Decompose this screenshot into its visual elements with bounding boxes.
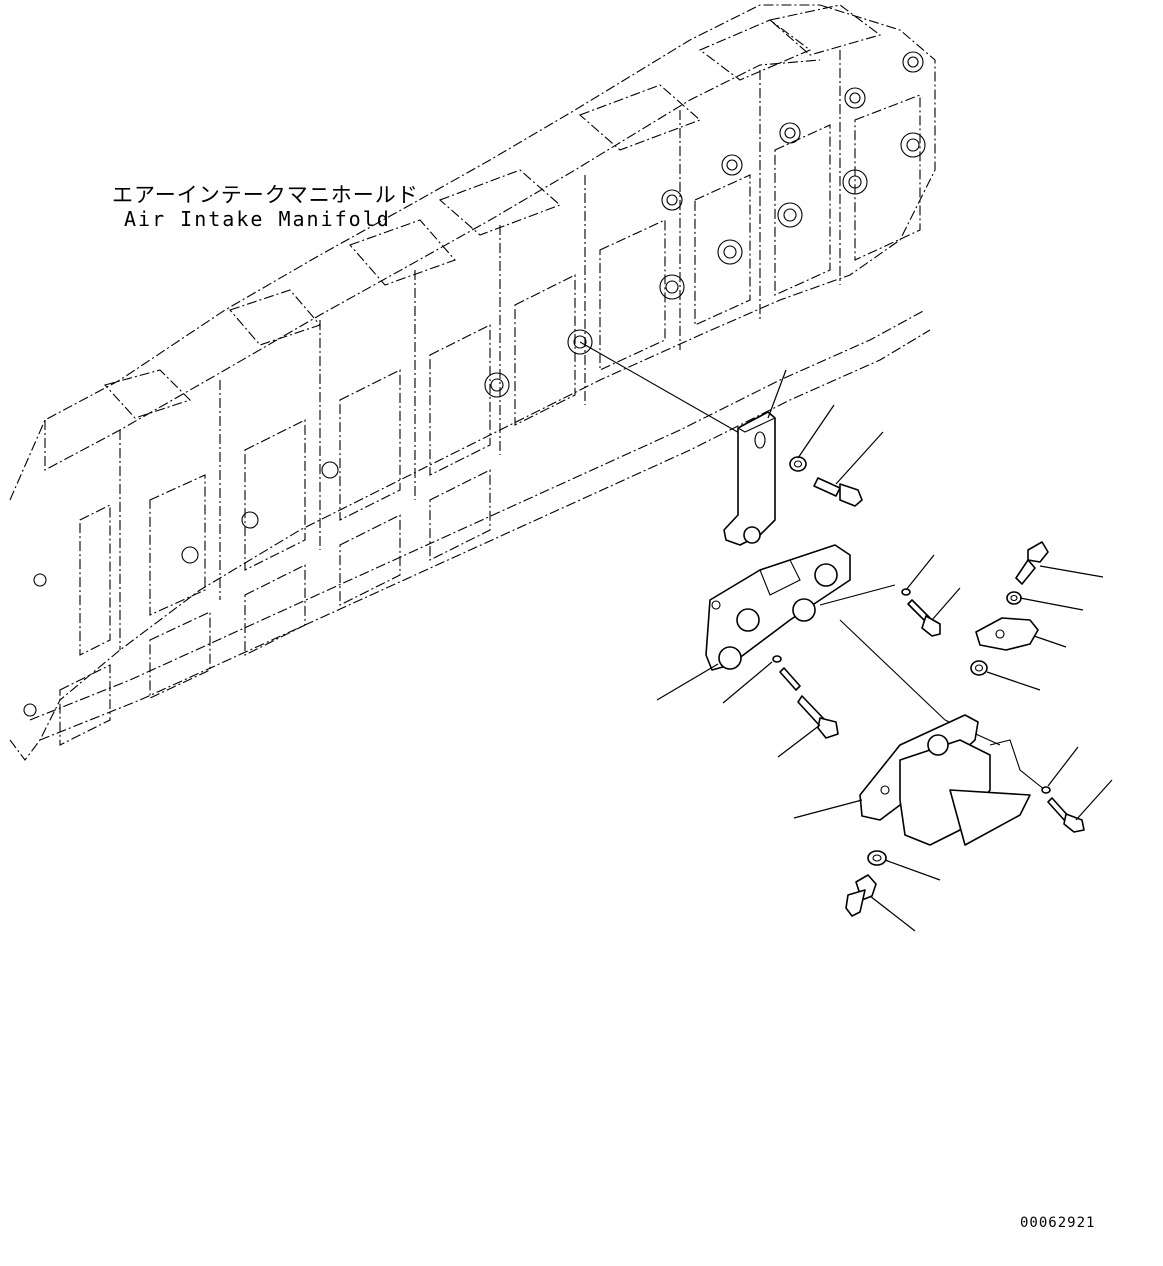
- spring-washer-1: [901, 588, 911, 596]
- bolt-1: [813, 477, 863, 507]
- manifold-label-japanese: エアーインテークマニホールド: [112, 183, 419, 207]
- bolt-2: [907, 599, 941, 637]
- banjo-bolt: [1015, 541, 1049, 585]
- gasket-2: [970, 660, 988, 676]
- bolt-4: [1047, 797, 1085, 833]
- gasket-3: [867, 850, 887, 866]
- clip: [975, 617, 1039, 651]
- manifold-bosses: [23, 51, 926, 717]
- bracket-arm: [723, 411, 776, 546]
- callout-leaders: [656, 369, 1113, 932]
- gasket-1: [1006, 591, 1022, 605]
- bolt-3: [779, 667, 839, 739]
- spring-washer-3: [1041, 786, 1051, 794]
- drawing-number: 00062921: [1020, 1215, 1096, 1231]
- washer-1: [789, 456, 807, 472]
- mounting-plate: [705, 544, 851, 671]
- spring-washer-2: [772, 655, 782, 663]
- manifold-outline: [9, 4, 936, 761]
- manifold-label-english: Air Intake Manifold: [124, 207, 391, 231]
- sensor-fitting: [845, 874, 877, 917]
- filter-housing: [859, 714, 1031, 846]
